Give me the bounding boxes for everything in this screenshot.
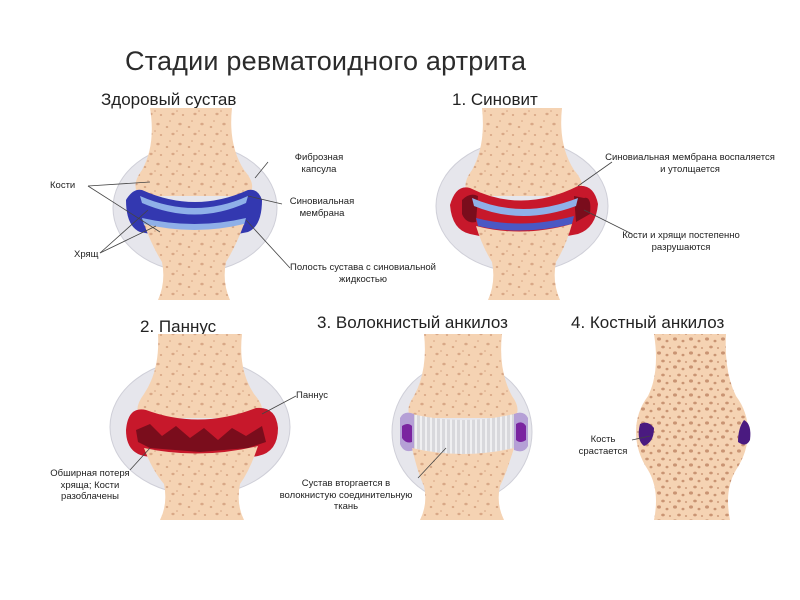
label-bones-destroyed: Кости и хрящи постепенно разрушаются (622, 230, 740, 253)
leader-lines (87, 161, 651, 479)
page-title: Стадии ревматоидного артрита (125, 46, 527, 76)
label-bones: Кости (50, 180, 76, 191)
heading-fibrous-ankylosis: 3. Волокнистый анкилоз (317, 313, 508, 332)
bony-ankylosis-joint (636, 334, 751, 520)
heading-bony-ankylosis: 4. Костный анкилоз (571, 313, 725, 332)
heading-synovitis: 1. Синовит (452, 90, 538, 109)
label-synovial-membrane: Синовиальная мембрана (289, 196, 355, 219)
label-fibrous-capsule: Фиброзная капсула (294, 152, 344, 175)
healthy-joint (112, 108, 278, 300)
label-bone-fusion: Кость срастается (578, 434, 628, 457)
label-cartilage-loss: Обширная потеря хряща; Кости разоблачены (50, 468, 130, 502)
label-membrane-inflamed: Синовиальная мембрана воспаляется и утол… (605, 152, 775, 175)
label-pannus: Паннус (296, 390, 328, 401)
synovitis-joint (435, 108, 609, 300)
label-fibrous-tissue: Сустав вторгается в волокнистую соединит… (279, 478, 413, 512)
fibrous-ankylosis-joint (391, 334, 533, 520)
label-joint-cavity: Полость сустава с синовиальной жидкостью (289, 262, 436, 285)
heading-healthy-joint: Здоровый сустав (101, 90, 237, 109)
label-cartilage: Хрящ (74, 249, 99, 260)
heading-pannus: 2. Паннус (140, 317, 217, 336)
pannus-joint (109, 334, 291, 520)
